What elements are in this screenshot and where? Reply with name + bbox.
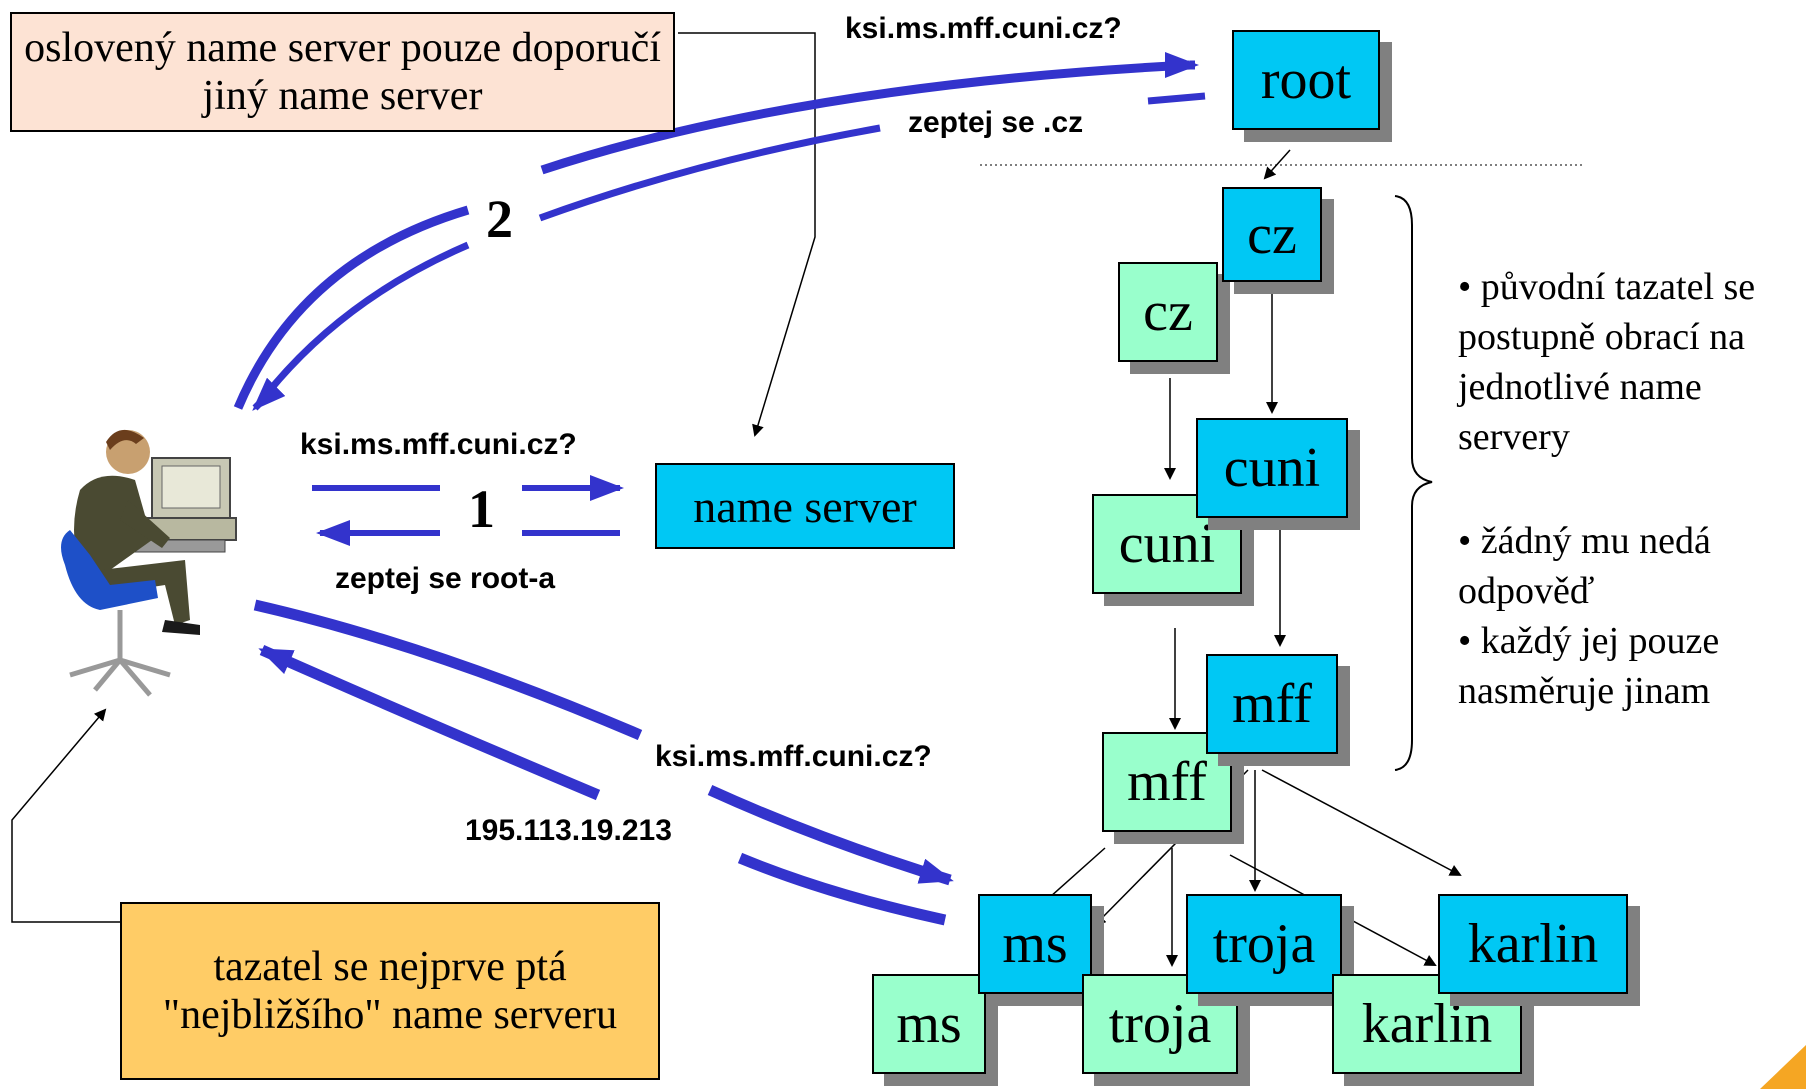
side-note-1: • původní tazatel se postupně obrací na … <box>1458 266 1756 458</box>
node-cz-green: cz <box>1118 262 1218 362</box>
node-mff-green-label: mff <box>1127 751 1207 813</box>
node-cuni-green: cuni <box>1092 494 1242 594</box>
edge-mff-karlin <box>1261 769 1462 876</box>
label-reply-root: zeptej se .cz <box>908 106 1084 139</box>
node-troja-blue: troja <box>1186 894 1342 994</box>
node-karlin-green-label: karlin <box>1361 993 1493 1055</box>
step-2: 2 <box>486 189 513 249</box>
corner-accent <box>1760 1045 1806 1089</box>
arrow-reply-root-head <box>252 377 286 411</box>
arrow-reply-root <box>259 92 1206 403</box>
note-top-text: oslovený name server pouze doporučí jiný… <box>24 25 661 119</box>
note-bottom: tazatel se nejprve ptá "nejbližšího" nam… <box>120 902 660 1080</box>
node-mff-green: mff <box>1102 732 1232 832</box>
node-ms-green-label: ms <box>896 993 962 1055</box>
node-karlin-blue-label: karlin <box>1467 913 1599 975</box>
node-cz-blue-label: cz <box>1247 203 1297 266</box>
leader-line-bottom-note <box>11 708 120 923</box>
node-name-server: name server <box>655 463 955 549</box>
note-bottom-text: tazatel se nejprve ptá "nejbližšího" nam… <box>162 944 618 1038</box>
label-query-root: ksi.ms.mff.cuni.cz? <box>845 12 1122 45</box>
node-troja-blue-label: troja <box>1212 913 1316 975</box>
edge-root-cz <box>1263 149 1291 180</box>
node-ms-blue: ms <box>978 894 1092 994</box>
node-karlin-blue: karlin <box>1438 894 1628 994</box>
person-at-computer-icon <box>61 429 237 697</box>
node-root: root <box>1232 30 1380 130</box>
node-troja-green-label: troja <box>1108 993 1212 1055</box>
node-root-label: root <box>1260 49 1352 111</box>
step-1: 1 <box>468 479 495 539</box>
node-ms-green: ms <box>872 974 986 1074</box>
label-answer: 195.113.19.213 <box>465 814 672 847</box>
node-cuni-blue-label: cuni <box>1223 437 1321 499</box>
node-name-server-label: name server <box>693 480 917 532</box>
side-note-3: • každý jej pouze nasměruje jinam <box>1458 620 1720 712</box>
leader-line-top-note <box>678 32 816 437</box>
node-mff-blue: mff <box>1206 654 1338 754</box>
arrow-query-final <box>253 599 950 880</box>
label-reply-local: zeptej se root-a <box>335 562 556 595</box>
node-ms-blue-label: ms <box>1002 913 1068 975</box>
node-cz-green-label: cz <box>1143 281 1193 343</box>
label-query-final: ksi.ms.mff.cuni.cz? <box>655 740 932 773</box>
node-cuni-blue: cuni <box>1196 418 1348 518</box>
arrow-query-root <box>233 60 1191 410</box>
arrow-answer <box>262 650 947 926</box>
node-mff-blue-label: mff <box>1232 673 1312 735</box>
node-cuni-green-label: cuni <box>1118 513 1216 575</box>
note-top: oslovený name server pouze doporučí jiný… <box>10 12 675 132</box>
brace <box>1394 195 1433 771</box>
node-cz-blue: cz <box>1222 187 1322 282</box>
side-note-2: • žádný mu nedá odpověď <box>1458 520 1711 612</box>
label-query-local: ksi.ms.mff.cuni.cz? <box>300 428 577 461</box>
